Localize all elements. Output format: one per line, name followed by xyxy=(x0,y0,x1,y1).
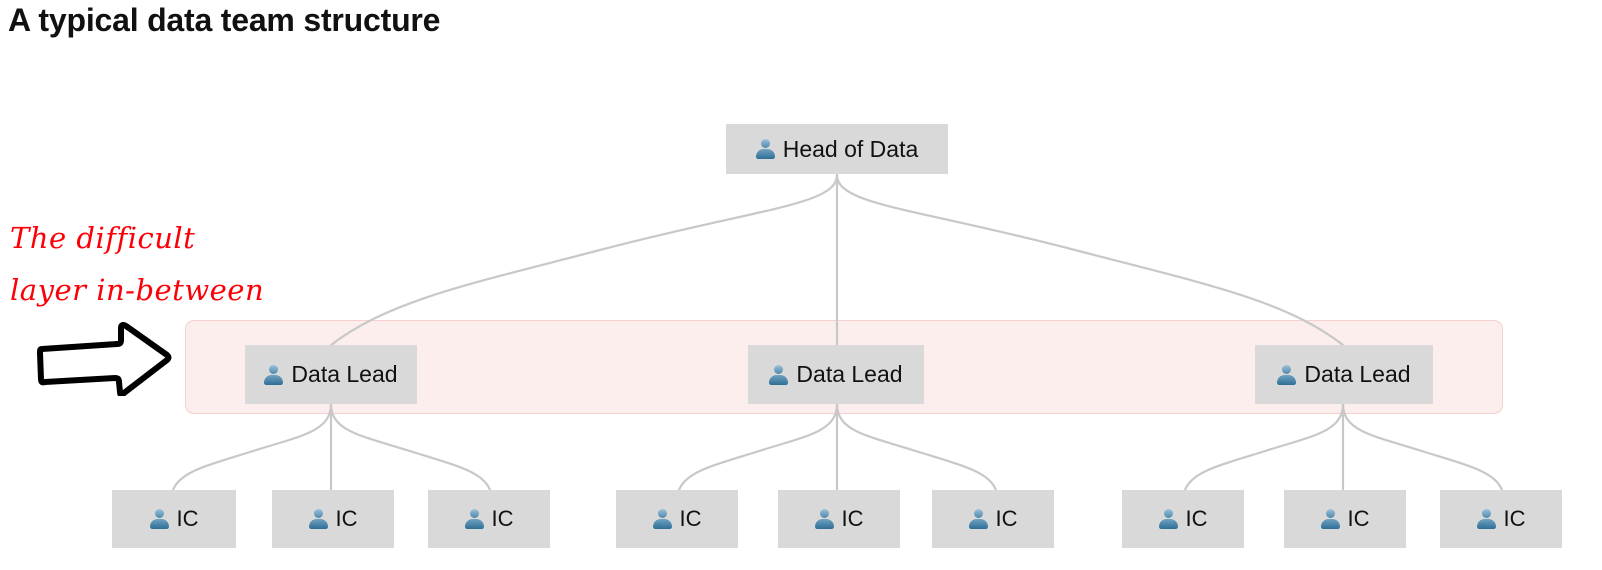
edge-lead3-to-ic-7 xyxy=(1183,402,1345,492)
edge-lead1-to-ic-3 xyxy=(329,402,492,492)
person-icon xyxy=(1476,509,1496,529)
annotation-text: The difficult layer in-between xyxy=(10,212,264,316)
page-title: A typical data team structure xyxy=(8,2,441,38)
person-icon xyxy=(264,364,284,385)
node-ic-4[interactable]: IC xyxy=(616,490,738,548)
node-ic-3-label: IC xyxy=(491,506,514,531)
edge-lead2-to-ic-4 xyxy=(677,402,839,492)
node-ic-6-label: IC xyxy=(995,506,1018,531)
person-icon xyxy=(1277,364,1297,385)
node-ic-2[interactable]: IC xyxy=(272,490,394,548)
node-ic-9-label: IC xyxy=(1503,506,1526,531)
person-icon xyxy=(769,364,789,385)
node-ic-9[interactable]: IC xyxy=(1440,490,1562,548)
person-icon xyxy=(755,139,775,159)
node-head-of-data-label: Head of Data xyxy=(782,135,919,162)
node-ic-7[interactable]: IC xyxy=(1122,490,1244,548)
node-ic-1-label: IC xyxy=(176,506,199,531)
person-icon xyxy=(1158,509,1178,529)
node-ic-5-label: IC xyxy=(841,506,864,531)
node-ic-8[interactable]: IC xyxy=(1284,490,1406,548)
node-data-lead-3[interactable]: Data Lead xyxy=(1255,345,1433,404)
person-icon xyxy=(652,509,672,529)
node-ic-7-label: IC xyxy=(1185,506,1208,531)
node-data-lead-2[interactable]: Data Lead xyxy=(748,345,924,404)
person-icon xyxy=(814,509,834,529)
edge-lead1-to-ic-1 xyxy=(171,402,333,492)
node-data-lead-2-label: Data Lead xyxy=(796,361,903,387)
edge-lead2-to-ic-6 xyxy=(835,402,998,492)
node-ic-5[interactable]: IC xyxy=(778,490,900,548)
node-ic-4-label: IC xyxy=(679,506,702,531)
node-data-lead-3-label: Data Lead xyxy=(1304,361,1411,387)
node-ic-8-label: IC xyxy=(1347,506,1370,531)
person-icon xyxy=(149,509,169,529)
node-ic-3[interactable]: IC xyxy=(428,490,550,548)
annotation-line-1: The difficult xyxy=(10,221,196,255)
person-icon xyxy=(464,509,484,529)
annotation-line-2: layer in-between xyxy=(10,273,265,307)
edge-lead3-to-ic-9 xyxy=(1341,402,1504,492)
node-data-lead-1[interactable]: Data Lead xyxy=(245,345,417,404)
person-icon xyxy=(968,509,988,529)
person-icon xyxy=(308,509,328,529)
node-ic-1[interactable]: IC xyxy=(112,490,236,548)
person-icon xyxy=(1320,509,1340,529)
node-head-of-data[interactable]: Head of Data xyxy=(726,124,948,174)
hand-drawn-right-arrow-icon xyxy=(37,322,172,396)
node-data-lead-1-label: Data Lead xyxy=(291,361,398,387)
node-ic-2-label: IC xyxy=(335,506,358,531)
node-ic-6[interactable]: IC xyxy=(932,490,1054,548)
